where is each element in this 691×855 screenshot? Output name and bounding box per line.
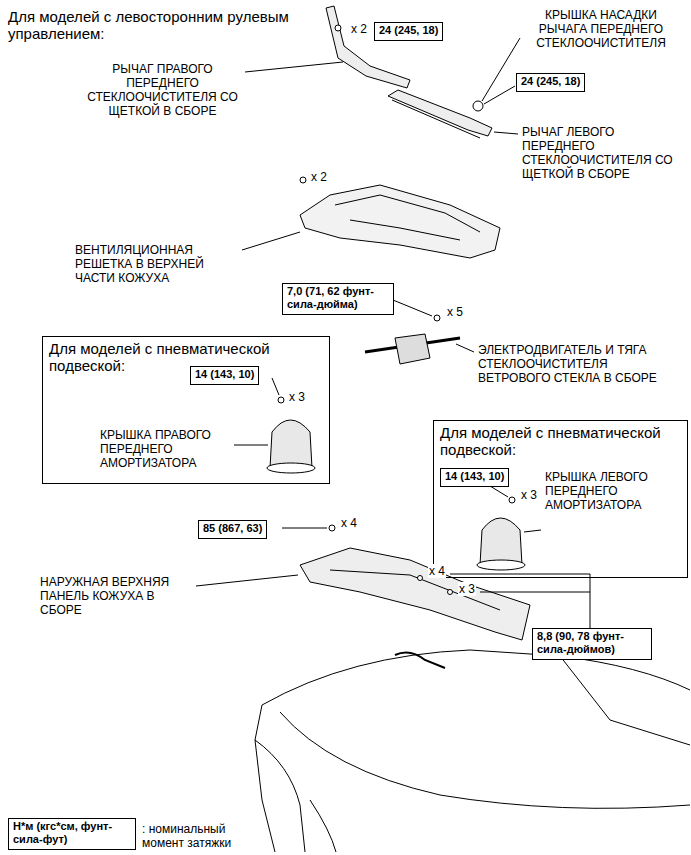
quantity: x 3 <box>520 488 538 502</box>
leader-line <box>482 38 520 101</box>
cable <box>395 652 445 668</box>
quantity: x 2 <box>350 22 368 36</box>
part-name: КРЫШКА ЛЕВОГО ПЕРЕДНЕГО АМОРТИЗАТОРА <box>545 470 680 512</box>
quantity: x 2 <box>310 170 328 184</box>
part-name: КРЫШКА НАСАДКИ РЫЧАГА ПЕРЕДНЕГО СТЕКЛООЧ… <box>522 8 680 50</box>
outer-cowl-panel <box>300 548 530 640</box>
cover-base <box>477 560 525 570</box>
part-name: КРЫШКА ПРАВОГО ПЕРЕДНЕГО АМОРТИЗАТОРА <box>100 428 230 470</box>
leader-line <box>494 132 518 134</box>
quantity: x 3 <box>458 582 476 596</box>
torque-value: Н*м (кгс*см, фунт-сила-фут) <box>13 820 131 846</box>
hood-crease <box>280 712 690 808</box>
torque-box: 85 (867, 63) <box>198 520 267 539</box>
leader-line <box>245 62 343 72</box>
right-shock-cover <box>270 420 312 468</box>
wiper-motor <box>395 334 430 364</box>
bolt <box>418 576 423 581</box>
torque-box: 14 (143, 10) <box>190 366 259 385</box>
torque-box: 24 (245, 18) <box>516 73 585 92</box>
windshield-base <box>560 656 690 745</box>
nut <box>509 497 515 503</box>
panel-ridge <box>330 570 500 610</box>
torque-value: 14 (143, 10) <box>195 368 254 381</box>
wiper-blade <box>392 100 480 138</box>
torque-box: 24 (245, 18) <box>374 22 443 41</box>
grille-ridge <box>350 220 460 240</box>
cover-base <box>267 463 315 473</box>
cowl-grille <box>300 185 500 258</box>
torque-box: 14 (143, 10) <box>440 468 509 487</box>
torque-box: 7,0 (71, 62 фунт-сила-дюйма) <box>282 283 394 315</box>
bracket-line <box>480 592 590 593</box>
left-wiper-arm <box>388 90 492 136</box>
part-name: НАРУЖНАЯ ВЕРХНЯЯ ПАНЕЛЬ КОЖУХА В СБОРЕ <box>40 575 190 617</box>
bolt <box>335 25 341 31</box>
right-wiper-arm <box>326 6 410 88</box>
part-name: ВЕНТИЛЯЦИОННАЯ РЕШЕТКА В ВЕРХНЕЙ ЧАСТИ К… <box>75 243 237 285</box>
torque-box: Н*м (кгс*см, фунт-сила-фут) <box>8 818 136 850</box>
torque-box: 8,8 (90, 78 фунт-сила-дюймов) <box>532 628 652 660</box>
fender-line <box>255 705 275 852</box>
part-name: РЫЧАГ ПРАВОГО ПЕРЕДНЕГО СТЕКЛООЧИСТИТЕЛЯ… <box>85 62 240 118</box>
torque-value: 14 (143, 10) <box>445 470 504 483</box>
bolt <box>448 590 453 595</box>
headlamp-line <box>255 740 305 852</box>
leader-line <box>242 232 300 250</box>
leader-line <box>272 378 279 395</box>
leader-line <box>282 528 327 529</box>
leader-line <box>393 300 432 316</box>
leader-line <box>484 86 515 104</box>
arm-cap <box>473 101 483 111</box>
quantity: x 3 <box>288 390 306 404</box>
part-name: ЭЛЕКТРОДВИГАТЕЛЬ И ТЯГА СТЕКЛООЧИСТИТЕЛЯ… <box>478 343 660 385</box>
torque-value: 7,0 (71, 62 фунт-сила-дюйма) <box>287 285 389 311</box>
leader-line <box>234 445 268 446</box>
quantity: x 5 <box>446 305 464 319</box>
nut <box>278 397 284 403</box>
leader-line <box>524 530 541 532</box>
left-shock-cover <box>480 518 522 565</box>
bracket-line <box>450 574 590 628</box>
torque-value: 8,8 (90, 78 фунт-сила-дюймов) <box>537 630 647 656</box>
condition-heading: Для моделей с пневматической подвеской: <box>440 424 670 458</box>
leader-line <box>490 486 508 497</box>
torque-value: 24 (245, 18) <box>379 24 438 37</box>
quantity: x 4 <box>428 564 446 578</box>
grille-line <box>310 800 336 852</box>
nut <box>329 525 335 531</box>
grille-ridge <box>335 195 480 232</box>
leader-line <box>456 344 474 352</box>
section-heading: Для моделей с левосторонним рулевым упра… <box>8 8 298 42</box>
clip <box>300 177 306 183</box>
torque-value: 85 (867, 63) <box>203 522 262 535</box>
bolt <box>434 315 440 321</box>
quantity: x 4 <box>340 516 358 530</box>
leader-line <box>196 575 298 586</box>
part-name: РЫЧАГ ЛЕВОГО ПЕРЕДНЕГО СТЕКЛООЧИСТИТЕЛЯ … <box>522 125 677 181</box>
legend-note: : номинальный момент затяжки <box>142 822 254 850</box>
torque-value: 24 (245, 18) <box>521 75 580 88</box>
